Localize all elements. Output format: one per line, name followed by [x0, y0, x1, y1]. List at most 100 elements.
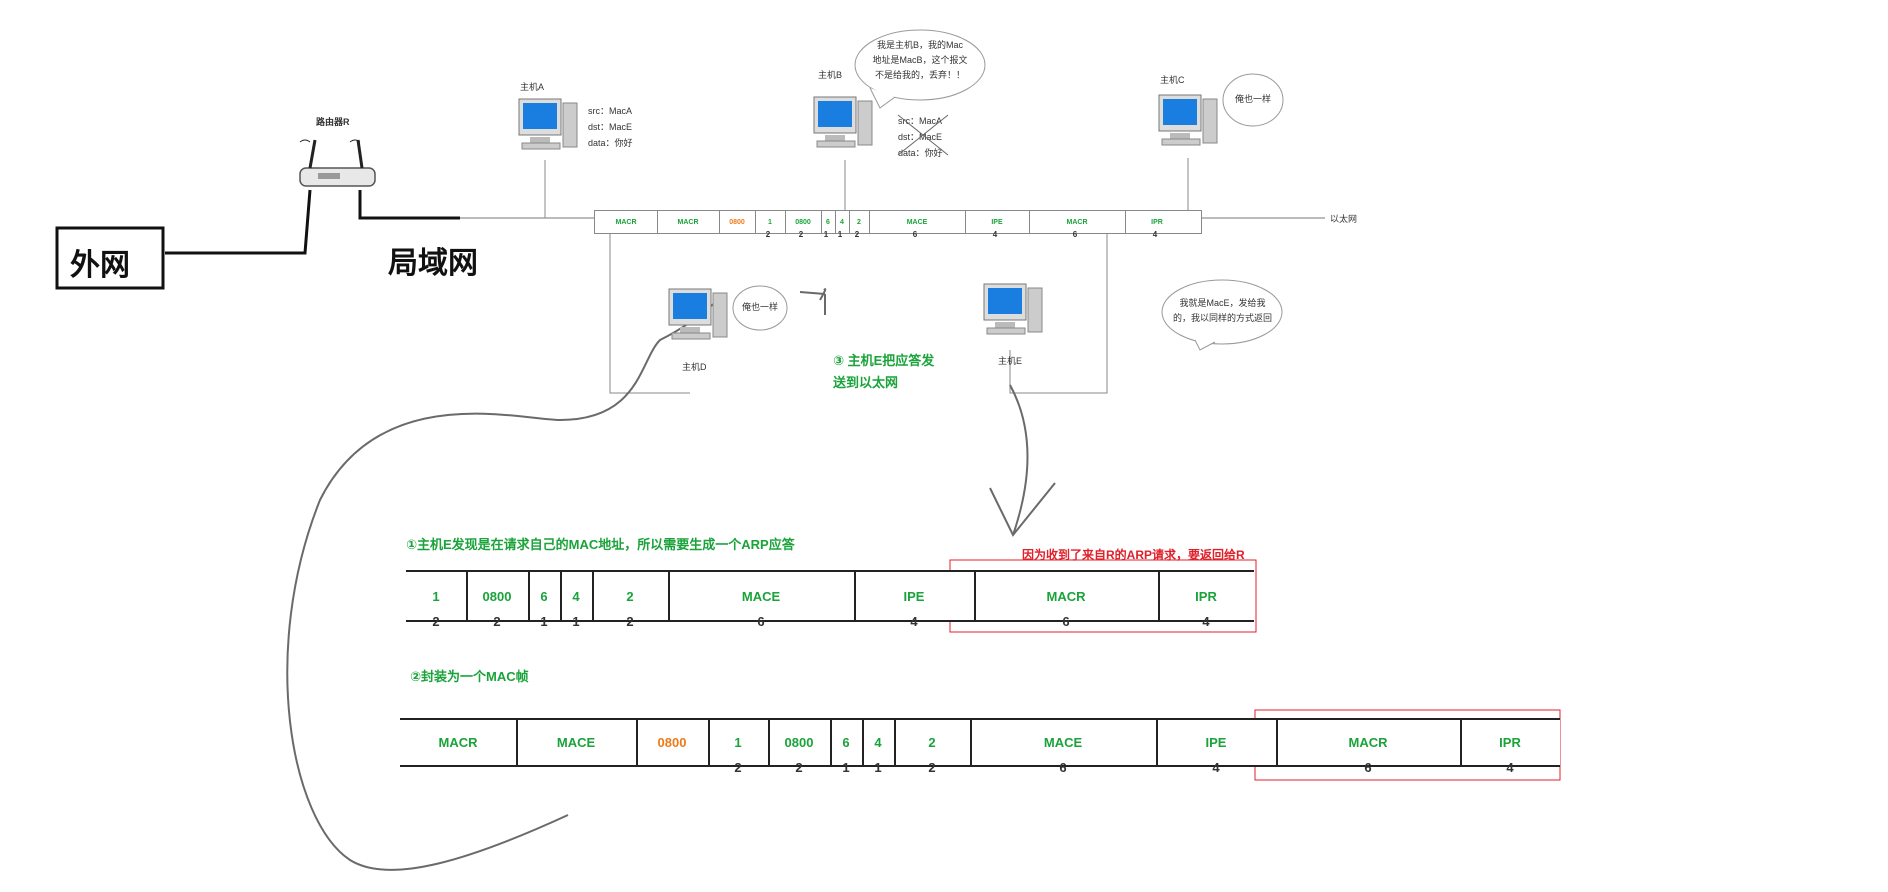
- host-d-label: 主机D: [682, 362, 707, 372]
- down-arrow: [1009, 384, 1029, 536]
- mac-frame-field: 4: [862, 720, 896, 765]
- step2-text: ②封装为一个MAC帧: [410, 669, 529, 684]
- host-a-computer-icon: [518, 95, 580, 162]
- top-frame-length: 1: [837, 230, 843, 239]
- packet-b-strike: [897, 114, 949, 156]
- bubble-b-line-3: 不是给我的，丢弃！！: [874, 70, 965, 80]
- arp-reply-field: 1: [406, 572, 468, 620]
- host-e-label: 主机E: [998, 356, 1023, 366]
- mac-frame-length: 2: [928, 760, 936, 775]
- internet-box: [55, 226, 165, 290]
- top-frame-field: MACE: [869, 211, 966, 233]
- bubble-e-text: 我就是MacE，发给我 的，我以同样的方式返回: [1165, 296, 1280, 326]
- bubble-d-text: 俺也一样: [741, 302, 778, 312]
- arp-reply-length: 6: [1062, 614, 1070, 629]
- host-e-drop: [1009, 228, 1108, 394]
- top-frame-length: 6: [1072, 230, 1078, 239]
- bubble-e: [1161, 279, 1283, 345]
- step3-text: ③ 主机E把应答发 送到以太网: [833, 350, 934, 394]
- mac-frame-length: 2: [795, 760, 803, 775]
- step1-note: 因为收到了来自R的ARP请求，要返回给R: [1022, 548, 1245, 562]
- step1-text: ①主机E发现是在请求自己的MAC地址，所以需要生成一个ARP应答: [406, 537, 795, 552]
- mac-frame-field: IPE: [1156, 720, 1278, 765]
- top-frame-length: 2: [765, 230, 771, 239]
- bubble-c-text: 俺也一样: [1234, 94, 1271, 104]
- arp-reply-field: IPE: [854, 572, 976, 620]
- top-frame-length: 4: [1152, 230, 1158, 239]
- mac-frame-length: 1: [842, 760, 850, 775]
- top-frame-field: 4: [835, 211, 850, 233]
- bubble-b: [854, 29, 986, 101]
- mac-frame-field: 6: [830, 720, 864, 765]
- mac-frame-length: 4: [1506, 760, 1514, 775]
- arp-reply-length: 2: [432, 614, 440, 629]
- router-label: 路由器R: [316, 117, 350, 127]
- mac-frame-header-field: MACR: [400, 720, 518, 765]
- lan-wire: [358, 190, 460, 220]
- arp-reply-field: 2: [592, 572, 670, 620]
- mac-frame-length: 2: [734, 760, 742, 775]
- arp-reply-field: MACR: [974, 572, 1160, 620]
- top-frame-length: 2: [798, 230, 804, 239]
- host-d-computer-icon: [668, 285, 730, 352]
- mac-frame-length: 6: [1059, 760, 1067, 775]
- mac-frame-length: 1: [874, 760, 882, 775]
- host-d-drop: [609, 228, 690, 394]
- top-frame-field: IPR: [1151, 218, 1163, 226]
- top-frame-field: 0800: [785, 211, 822, 233]
- arp-reply-length: 1: [540, 614, 548, 629]
- top-frame-field: 2: [849, 211, 870, 233]
- mac-frame-lengths: 2 2 1 1 2 6 4 6 4: [708, 760, 1560, 778]
- arp-reply-length: 2: [493, 614, 501, 629]
- top-frame-field: MACR: [595, 211, 658, 233]
- lan-label: 局域网: [388, 247, 478, 280]
- bubble-c: [1222, 73, 1284, 127]
- internet-wire: [165, 189, 312, 255]
- top-frame-field: MACR: [1029, 211, 1126, 233]
- mac-frame-field: 2: [894, 720, 972, 765]
- arp-reply-field: 6: [528, 572, 562, 620]
- mac-frame-field: 0800: [768, 720, 832, 765]
- bubble-b-line-1: 我是主机B，我的Mac: [876, 40, 963, 50]
- mac-frame-length: 4: [1212, 760, 1220, 775]
- arp-reply-length: 4: [910, 614, 918, 629]
- packet-b-src: src：MacA: [898, 116, 943, 126]
- bubble-b-line-2: 地址是MacB，这个报文: [872, 55, 968, 65]
- top-frame-field: 6: [821, 211, 836, 233]
- top-frame-field: 0800: [719, 211, 756, 233]
- bubble-e-line-2: 的，我以同样的方式返回: [1172, 313, 1272, 323]
- host-e-computer-icon: [983, 280, 1045, 347]
- mac-frame-header-field: 0800: [636, 720, 710, 765]
- arp-reply-length: 1: [572, 614, 580, 629]
- arp-reply-length: 6: [757, 614, 765, 629]
- top-frame-field: MACR: [657, 211, 720, 233]
- bubble-d: [732, 285, 788, 331]
- mac-frame-field: MACE: [970, 720, 1158, 765]
- arp-reply-length: 4: [1202, 614, 1210, 629]
- packet-b-data: data：你好: [898, 148, 943, 158]
- mac-frame-field: 1: [708, 720, 770, 765]
- mac-frame-field: MACR: [1276, 720, 1462, 765]
- arp-reply-field: IPR: [1195, 588, 1217, 604]
- top-frame-field: 1: [755, 211, 786, 233]
- arp-reply-field: 0800: [466, 572, 530, 620]
- packet-a: src：MacA dst：MacE data：你好: [588, 103, 633, 151]
- arp-reply-field: 4: [560, 572, 594, 620]
- host-b-computer-icon: [813, 93, 875, 160]
- top-frame-length: 4: [992, 230, 998, 239]
- packet-a-dst: dst：MacE: [588, 122, 633, 132]
- arp-reply-field: MACE: [668, 572, 856, 620]
- mac-frame-length: 6: [1364, 760, 1372, 775]
- bubble-e-line-1: 我就是MacE，发给我: [1179, 298, 1266, 308]
- step3-line-1: ③ 主机E把应答发: [833, 353, 935, 368]
- host-a-label: 主机A: [520, 82, 545, 92]
- top-frame-length: 6: [912, 230, 918, 239]
- top-frame-length: 1: [823, 230, 829, 239]
- return-arrow: [286, 299, 721, 871]
- bubble-b-text: 我是主机B，我的Mac 地址是MacB，这个报文 不是给我的，丢弃！！: [860, 38, 980, 83]
- internet-label: 外网: [70, 249, 130, 282]
